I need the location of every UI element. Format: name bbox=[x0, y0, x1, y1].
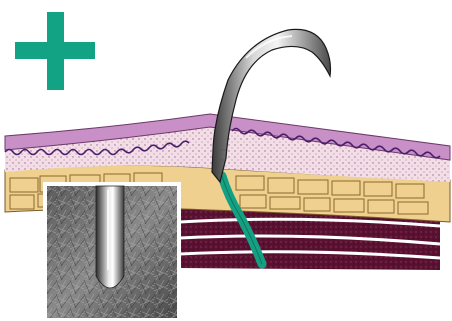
plus-icon bbox=[15, 12, 95, 90]
inset-needle-shaft bbox=[96, 186, 124, 288]
microscope-inset bbox=[43, 182, 181, 320]
